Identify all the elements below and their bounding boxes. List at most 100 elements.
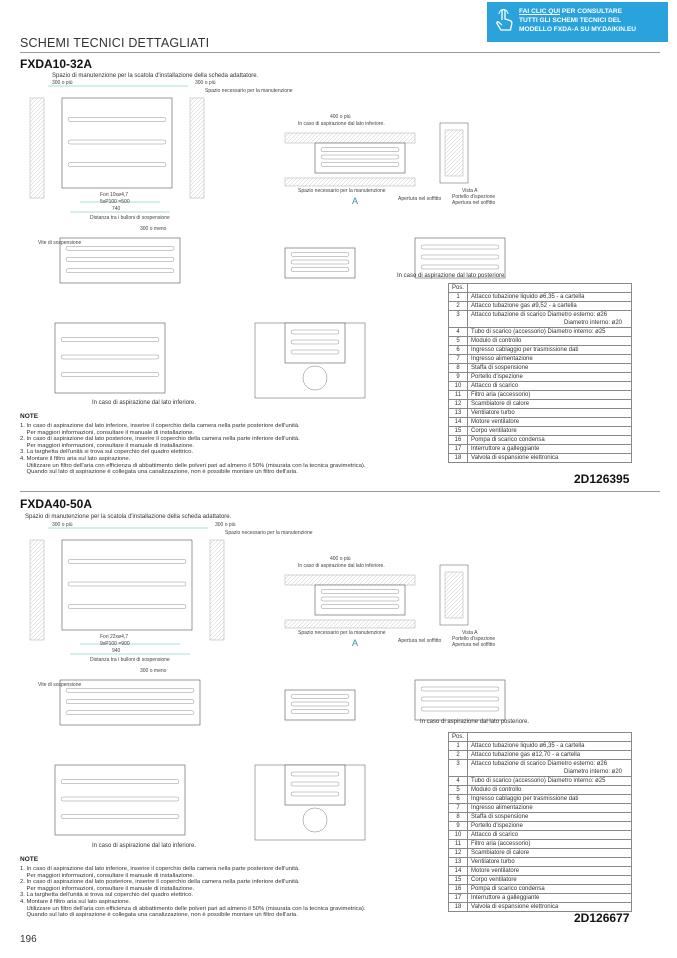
part-pos: 12 xyxy=(447,848,469,858)
notes-list: 1. In caso di aspirazione dal lato infer… xyxy=(20,866,365,919)
part-desc: Portello d'ispezione xyxy=(467,821,633,831)
part-desc-text: Ingresso cablaggio per trasmissione dati xyxy=(471,796,579,802)
dim-label: 940 xyxy=(112,648,121,654)
note-line: 1. In caso di aspirazione dal lato infer… xyxy=(20,866,300,872)
dim-label: 300 o più xyxy=(215,522,236,528)
caption-bottom-inlet: In caso di aspirazione dal lato inferior… xyxy=(92,843,197,849)
table-header-row: Pos. xyxy=(447,283,633,293)
part-desc: Portello d'ispezione xyxy=(467,372,633,382)
part-desc-text: Diametro interno: ø20 xyxy=(563,320,623,326)
part-desc-text: Attacco tubazione gas ø9,52 - a cartella xyxy=(471,303,577,309)
banner-link[interactable]: FAI CLIC QUI xyxy=(519,8,561,15)
note-line: Per maggiori informazioni, consultare il… xyxy=(20,429,195,436)
part-desc-text: Valvola di espansione elettronica xyxy=(471,455,559,461)
note-line: Quando sul lato di aspirazione è collega… xyxy=(20,912,298,919)
note-line: 4. Montare il filtro aria sul lato aspir… xyxy=(20,455,131,462)
part-desc: Interruttore a galleggiante xyxy=(467,444,633,454)
part-desc: Filtro aria (accessorio) xyxy=(467,839,633,849)
part-desc: Attacco di scarico xyxy=(467,381,633,391)
note-line: 3. La targhetta dell'unità si trova sul … xyxy=(20,892,194,899)
dim-label: Vista A xyxy=(462,188,478,194)
dim-label: Fori 10xø4,7 xyxy=(100,192,129,198)
part-desc: Interruttore a galleggiante xyxy=(467,893,633,903)
notes-heading: NOTE xyxy=(20,856,39,863)
part-desc-text: Portello d'ispezione xyxy=(471,374,523,380)
part-desc: Ventilatore turbo xyxy=(467,857,633,867)
note-line: Per maggiori informazioni, consultare il… xyxy=(20,442,195,449)
part-pos: 17 xyxy=(447,444,469,454)
dim-label: 400 o più xyxy=(330,556,351,562)
note-line: Utilizzare un filtro dell'aria con effic… xyxy=(20,905,366,912)
part-desc-text: Ventilatore turbo xyxy=(471,859,515,865)
dim-label: Spazio necessario per la manutenzione xyxy=(298,188,386,194)
part-desc-text: Attacco tubazione liquido ø6,35 - a cart… xyxy=(471,294,585,300)
part-pos: 6 xyxy=(447,345,469,355)
part-desc: Staffa di sospensione xyxy=(467,363,633,373)
dim-label: 9xP100 =900 xyxy=(100,641,130,647)
part-pos: 16 xyxy=(447,884,469,894)
dim-label: 400 o più xyxy=(330,114,351,120)
part-pos: 7 xyxy=(447,354,469,364)
dim-label: Apertura nel soffitto xyxy=(398,196,442,202)
note-line: 3. La targhetta dell'unità si trova sul … xyxy=(20,449,194,456)
myDaikin-link-banner[interactable]: FAI CLIC QUI PER CONSULTARE TUTTI GLI SC… xyxy=(487,2,668,42)
part-desc: Tubo di scarico (accessorio) Diametro in… xyxy=(467,327,633,337)
note-line: Quando sul lato di aspirazione è collega… xyxy=(20,469,298,476)
dim-label: 5xP100 =500 xyxy=(100,199,130,205)
part-desc-text: Pompa di scarico condensa xyxy=(471,886,545,892)
caption-bottom-inlet: In caso di aspirazione dal lato inferior… xyxy=(92,400,197,406)
part-desc: Attacco tubazione di scarico Diametro es… xyxy=(467,310,633,328)
part-desc: Ingresso cablaggio per trasmissione dati xyxy=(467,345,633,355)
divider xyxy=(20,491,660,492)
header-pos: Pos. xyxy=(447,732,469,742)
part-desc: Attacco di scarico xyxy=(467,830,633,840)
note-line: 1. In caso di aspirazione dal lato infer… xyxy=(20,423,300,429)
part-pos: 1 xyxy=(447,741,469,751)
note-line: 2. In caso di aspirazione dal lato poste… xyxy=(20,436,300,443)
part-desc-text: Attacco tubazione di scarico Diametro es… xyxy=(471,761,608,767)
part-pos: 18 xyxy=(447,902,469,912)
part-pos: 10 xyxy=(447,381,469,391)
part-pos: 10 xyxy=(447,830,469,840)
dim-label: In caso di aspirazione dal lato inferior… xyxy=(298,563,385,569)
part-desc-text: Motore ventilatore xyxy=(471,868,520,874)
hand-pointer-icon xyxy=(496,8,513,31)
part-desc-text: Valvola di espansione elettronica xyxy=(471,904,559,910)
part-desc-text: Attacco tubazione liquido ø6,35 - a cart… xyxy=(471,743,585,749)
part-desc-text: Corpo ventilatore xyxy=(471,877,517,883)
part-pos: 18 xyxy=(447,453,469,463)
part-desc-text: Ingresso alimentazione xyxy=(471,805,533,811)
note-line: Utilizzare un filtro dell'aria con effic… xyxy=(20,462,366,469)
part-desc: Corpo ventilatore xyxy=(467,426,633,436)
view-arrow-a: A xyxy=(352,196,359,206)
dim-label: Apertura nel soffitto xyxy=(452,642,496,648)
part-desc-text: Interruttore a galleggiante xyxy=(471,895,540,901)
part-desc-text: Interruttore a galleggiante xyxy=(471,446,540,452)
part-pos: 1 xyxy=(447,292,469,302)
drawing-code: 2D126677 xyxy=(574,911,630,925)
part-pos: 17 xyxy=(447,893,469,903)
part-pos: 14 xyxy=(447,417,469,427)
part-desc: Attacco tubazione liquido ø6,35 - a cart… xyxy=(467,292,633,302)
page-number: 196 xyxy=(20,934,37,945)
dim-label: 740 xyxy=(112,206,121,212)
